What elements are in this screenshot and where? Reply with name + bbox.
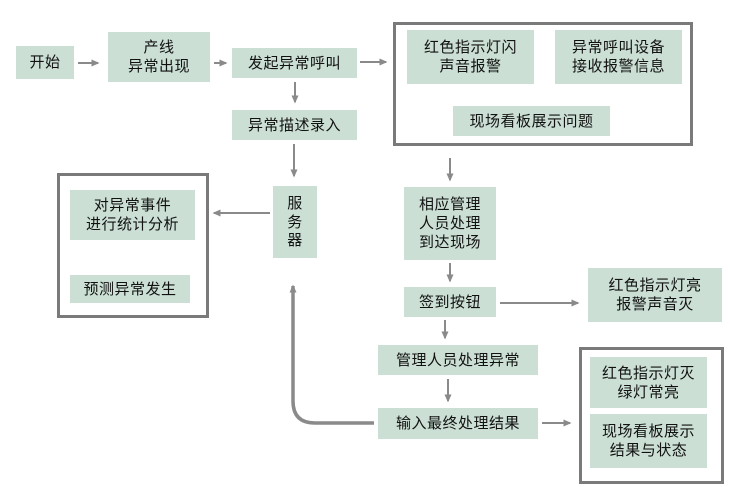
node-initiate-call: 发起异常呼叫 <box>232 48 357 78</box>
arrow-input-to-server <box>289 284 374 425</box>
node-handle-abnormal: 管理人员处理异常 <box>378 345 538 375</box>
group-result-display <box>579 347 724 484</box>
node-kanban-problem: 现场看板展示问题 <box>453 106 610 136</box>
node-red-on-alarm-off: 红色指示灯亮 报警声音灭 <box>588 268 722 322</box>
node-red-off-green-on: 红色指示灯灭 绿灯常亮 <box>590 357 707 408</box>
node-predict: 预测异常发生 <box>70 275 190 303</box>
node-personnel-arrive: 相应管理 人员处理 到达现场 <box>404 187 496 260</box>
group-analysis <box>57 173 209 318</box>
node-start: 开始 <box>16 46 74 79</box>
node-input-result: 输入最终处理结果 <box>378 408 538 439</box>
node-device-receive: 异常呼叫设备 接收报警信息 <box>555 30 682 84</box>
node-stats-analysis: 对异常事件 进行统计分析 <box>70 190 195 240</box>
node-red-light-flash: 红色指示灯闪 声音报警 <box>407 30 534 84</box>
node-kanban-result: 现场看板展示 结果与状态 <box>590 414 707 468</box>
group-alarm-broadcast <box>393 22 693 146</box>
node-desc-entry: 异常描述录入 <box>232 110 357 140</box>
node-signin-button: 签到按钮 <box>404 287 496 317</box>
node-server: 服 务 器 <box>273 186 317 258</box>
node-production-abnormal: 产线 异常出现 <box>108 32 210 82</box>
